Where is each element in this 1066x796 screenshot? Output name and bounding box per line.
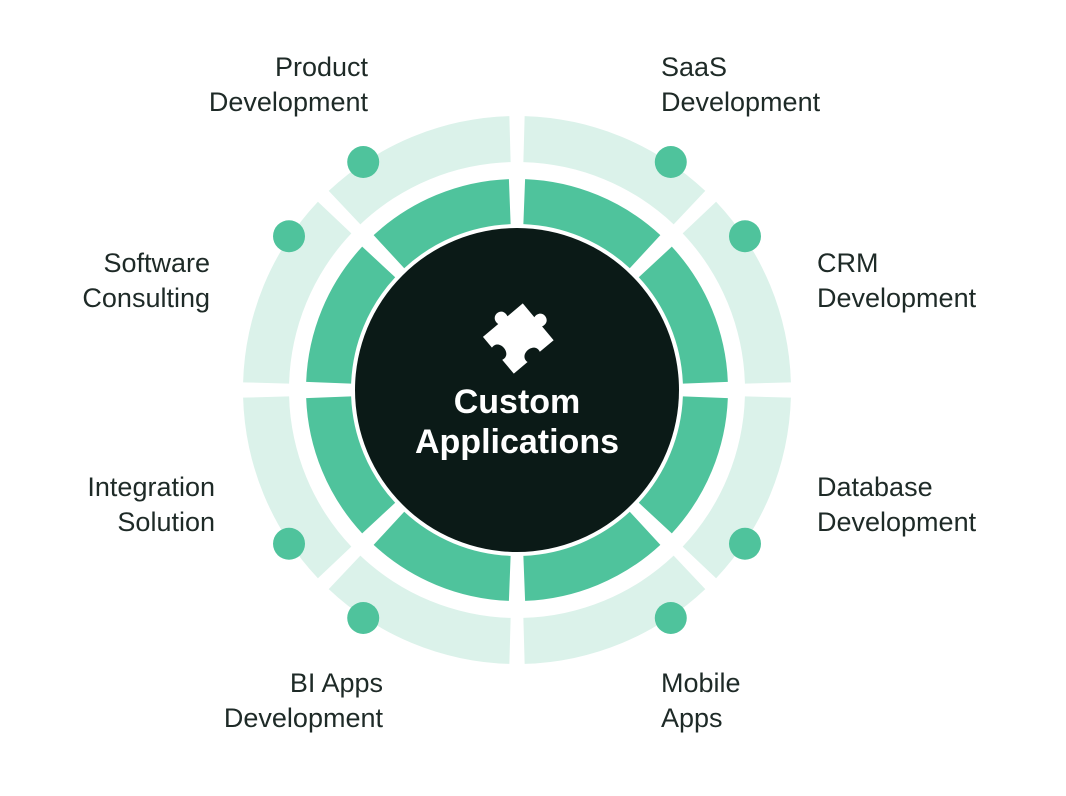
puzzle-piece-icon (482, 303, 554, 374)
outer-segment-database-development (682, 396, 791, 579)
label-bi-apps-development: BI Apps Development (224, 666, 383, 736)
outer-segment-product-development (328, 116, 511, 225)
label-integration-solution: Integration Solution (87, 470, 215, 540)
label-saas-development: SaaS Development (661, 50, 820, 120)
label-crm-development: CRM Development (817, 246, 976, 316)
outer-segment-bi-apps-development (328, 555, 511, 664)
inner-segment-bi-apps-development (373, 511, 511, 601)
inner-segment-mobile-apps (523, 511, 661, 601)
connector-dot-database-development (728, 527, 761, 560)
inner-segment-database-development (638, 396, 728, 534)
inner-segment-saas-development (523, 179, 661, 269)
label-line1: Integration (87, 472, 215, 502)
outer-segment-crm-development (682, 201, 791, 384)
connector-dot-crm-development (728, 220, 761, 253)
connector-dot-mobile-apps (654, 601, 687, 634)
inner-ring (306, 179, 728, 601)
outer-ring (243, 116, 791, 664)
center-title: Custom Applications (356, 382, 678, 462)
connector-dot-software-consulting (273, 220, 306, 253)
connector-dot-integration-solution (273, 527, 306, 560)
label-line1: Software (103, 248, 210, 278)
label-line2: Apps (661, 703, 723, 733)
label-line2: Development (223, 703, 383, 733)
label-line1: CRM (817, 248, 879, 278)
outer-segment-integration-solution (243, 396, 352, 579)
label-database-development: Database Development (817, 470, 976, 540)
outer-segment-mobile-apps (523, 555, 706, 664)
center-title-line1: Custom (453, 383, 581, 421)
label-line2: Solution (117, 507, 215, 537)
label-line1: Mobile (661, 668, 741, 698)
inner-segment-software-consulting (306, 246, 396, 384)
center-core (355, 228, 679, 552)
label-line2: Development (208, 87, 368, 117)
inner-segment-integration-solution (306, 396, 396, 534)
label-line1: BI Apps (289, 668, 383, 698)
inner-segment-product-development (373, 179, 511, 269)
label-line2: Development (817, 507, 977, 537)
connector-dot-saas-development (654, 146, 687, 179)
inner-segment-crm-development (638, 246, 728, 384)
label-line1: Database (817, 472, 933, 502)
connector-dot-bi-apps-development (347, 601, 380, 634)
center-title-line2: Applications (414, 423, 620, 461)
label-line2: Development (661, 87, 821, 117)
outer-segment-saas-development (523, 116, 706, 225)
label-line2: Consulting (82, 283, 210, 313)
label-software-consulting: Software Consulting (82, 246, 210, 316)
label-line1: Product (274, 52, 368, 82)
label-mobile-apps: Mobile Apps (661, 666, 741, 736)
connector-dots (273, 146, 761, 634)
label-line1: SaaS (661, 52, 728, 82)
connector-dot-product-development (347, 146, 380, 179)
outer-segment-software-consulting (243, 201, 352, 384)
label-product-development: Product Development (209, 50, 368, 120)
label-line2: Development (817, 283, 977, 313)
